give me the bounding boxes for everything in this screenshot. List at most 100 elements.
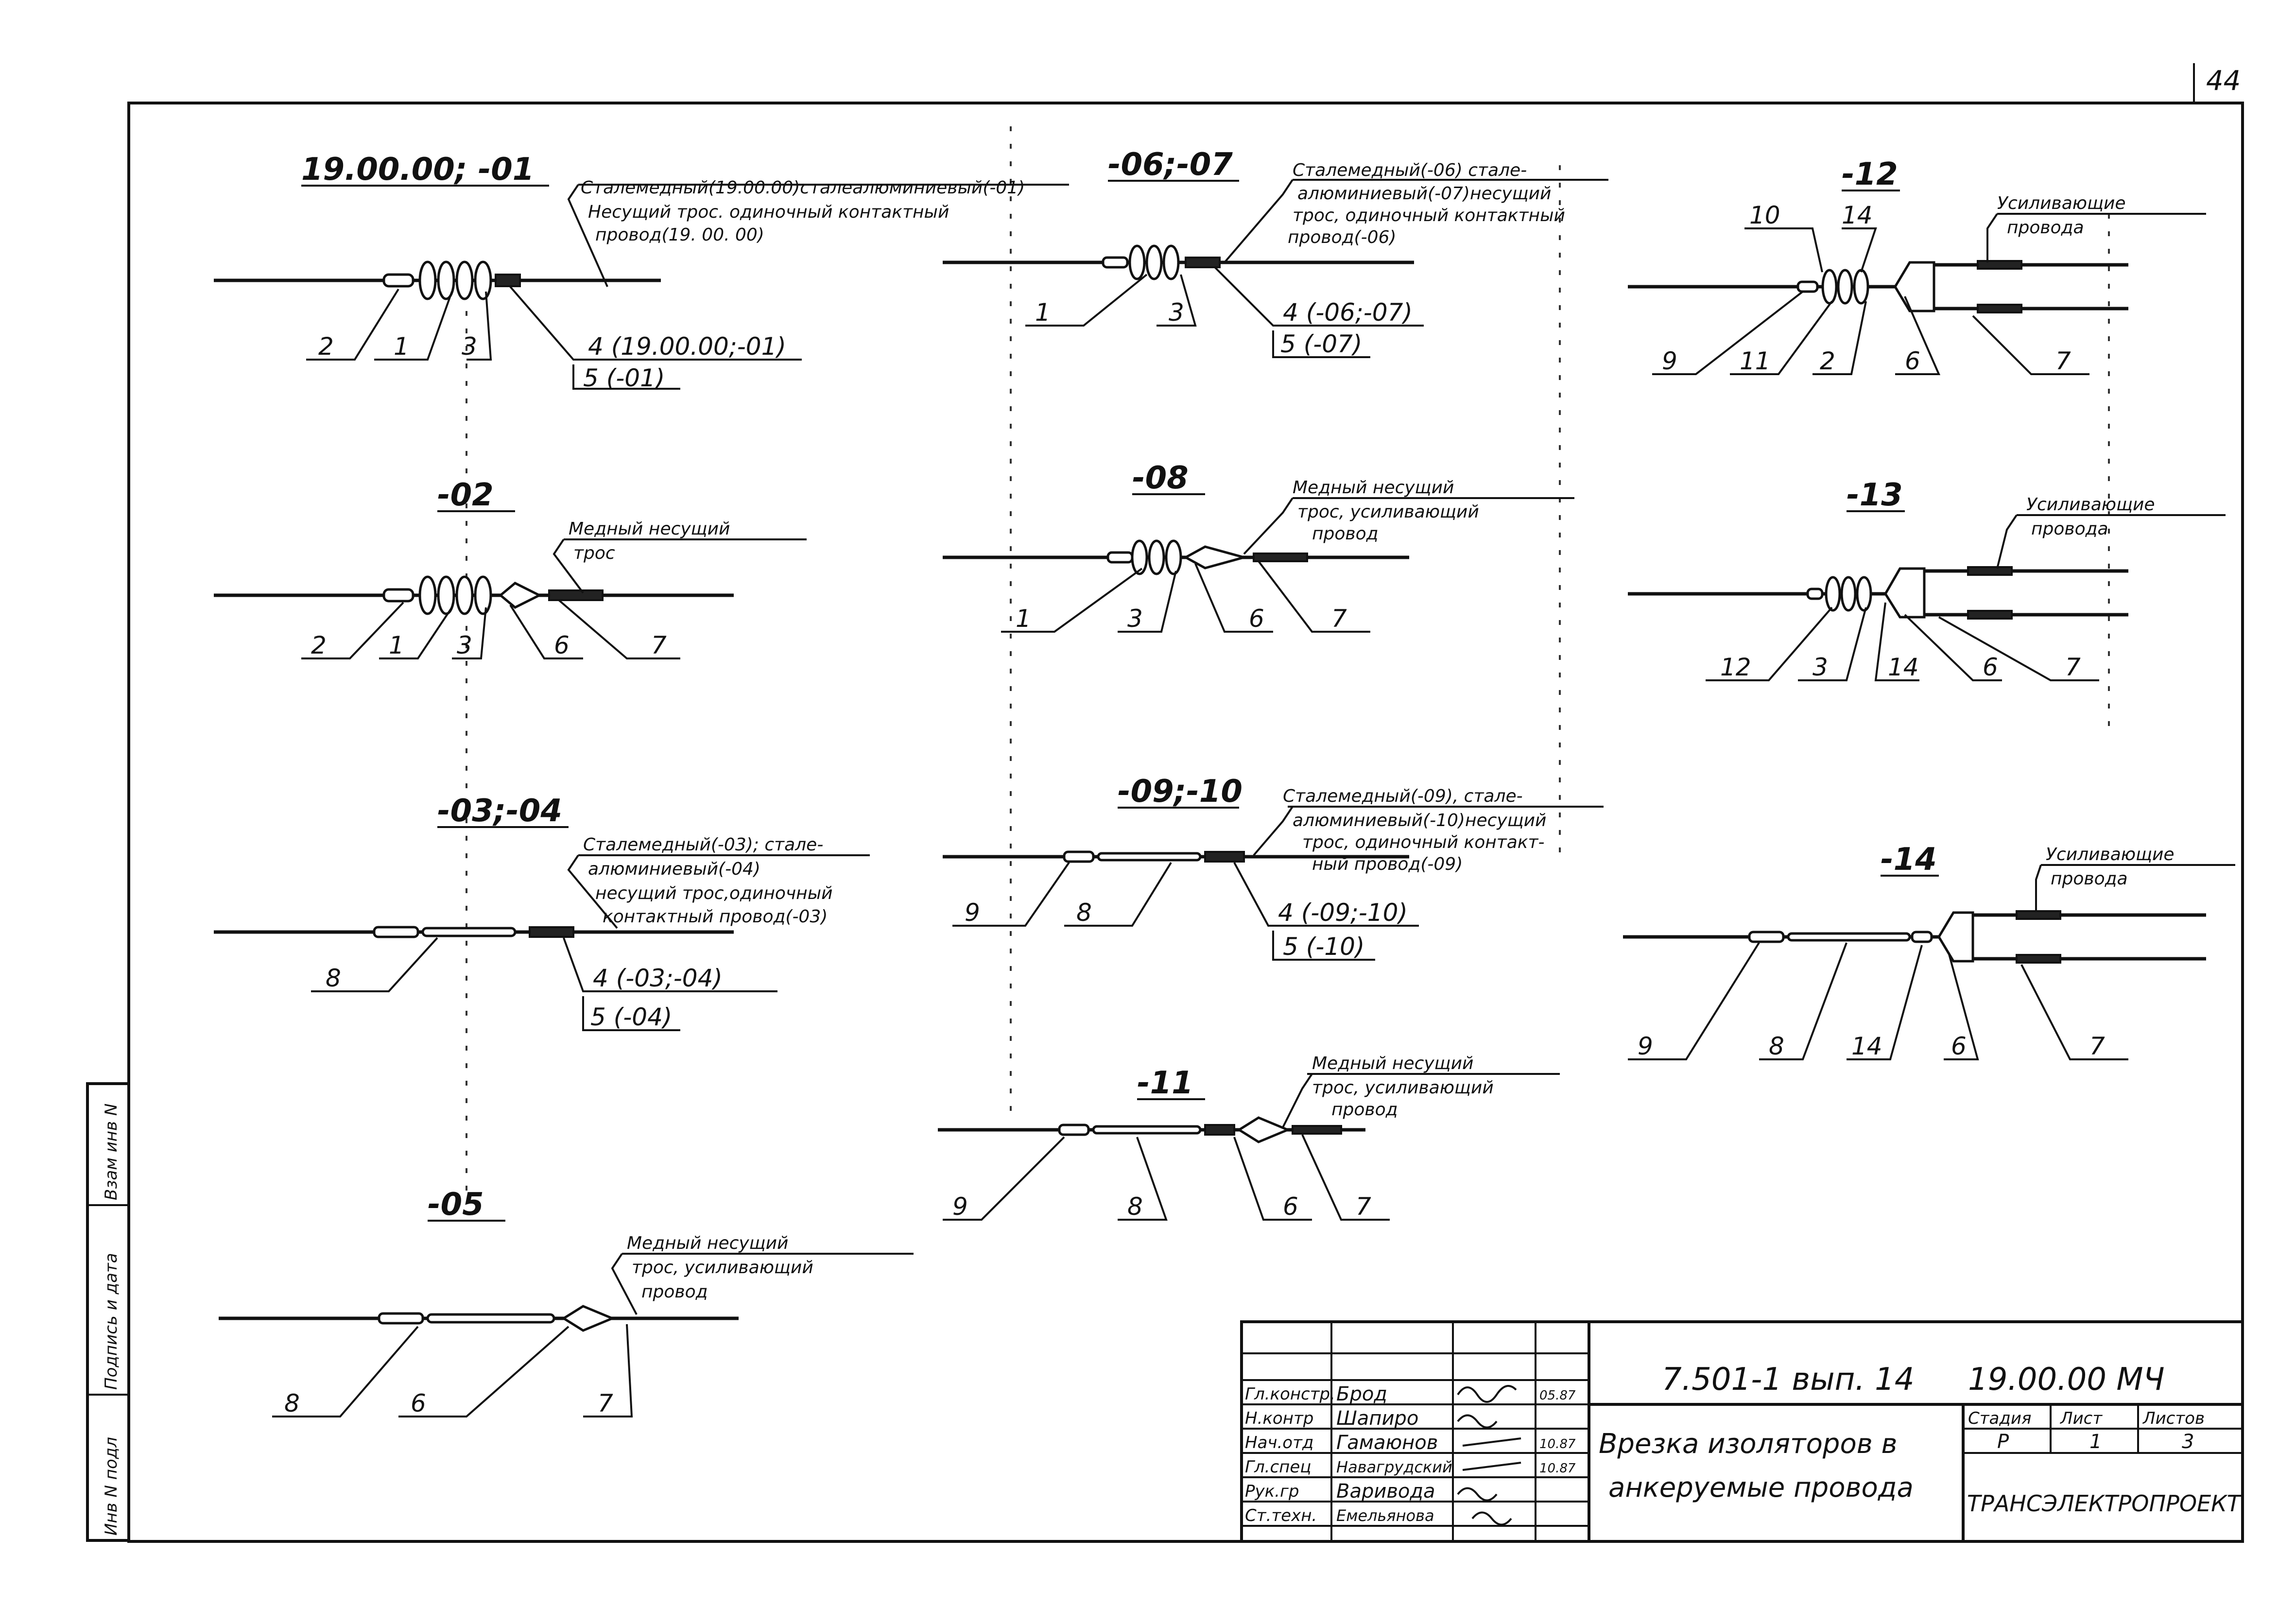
- callout-leader: [1798, 607, 1867, 681]
- insulator-disc: [1837, 269, 1853, 305]
- callout-3: 3: [462, 332, 477, 361]
- variant-14: -14 Усиливающие провода 9 8 14 6 7: [1623, 842, 2235, 1060]
- insulator-disc: [1165, 539, 1182, 575]
- callout-leader: [1001, 568, 1143, 633]
- yoke-6: [561, 1305, 616, 1332]
- sheets-value: 3: [2182, 1431, 2194, 1453]
- callout-8: 8: [1076, 899, 1092, 927]
- clamp-4: [495, 274, 521, 287]
- callout-leader: [509, 286, 802, 361]
- variant-note-line: алюминиевый(-10)несущий: [1293, 811, 1546, 830]
- callout-14: 14: [1842, 201, 1873, 229]
- callout-leader: [1759, 942, 1847, 1060]
- signature-role: Гл.спец: [1245, 1457, 1311, 1477]
- clamp-9: [1063, 850, 1095, 863]
- callout-leader: [1214, 266, 1424, 327]
- variant-title: 19.00.00; -01: [301, 152, 534, 188]
- callout-9: 9: [1638, 1032, 1653, 1060]
- signature-mark: [1457, 1414, 1498, 1429]
- reinforcing-wire-clamp: [1292, 1125, 1342, 1135]
- callout-6: 6: [1951, 1032, 1967, 1060]
- callout-leader: [466, 291, 492, 361]
- variant-note-line: трос, усиливающий: [1297, 502, 1479, 522]
- reinforcing-wire-clamp: [548, 589, 604, 601]
- variant-note-line: алюминиевый(-07)несущий: [1297, 184, 1551, 204]
- variant-title: -11: [1137, 1065, 1193, 1101]
- callout-1: 1: [1016, 605, 1031, 633]
- signature-role: Ст.техн.: [1245, 1506, 1317, 1525]
- variant-note-line: Усиливающие: [1997, 193, 2126, 213]
- callout-bracket: [1272, 330, 1370, 358]
- clamp: [378, 1312, 424, 1325]
- callout-12: 12: [1720, 653, 1751, 681]
- callout-bracket: [582, 996, 680, 1031]
- callout-1: 1: [394, 332, 409, 361]
- insulator-disc: [1825, 576, 1841, 612]
- callout-8: 8: [1127, 1192, 1143, 1221]
- insulator-disc: [418, 260, 437, 300]
- rod-insulator-8: [1787, 932, 1911, 942]
- variant-note-line: алюминиевый(-04): [588, 859, 760, 879]
- callout-leader: [301, 602, 404, 659]
- signature-role: Н.контр: [1245, 1409, 1313, 1428]
- reinforcing-wire-clamp: [2016, 954, 2061, 964]
- signature-mark: [1457, 1487, 1498, 1502]
- callout-10: 10: [1749, 201, 1780, 229]
- variant-note-line: Сталемедный(-03); стале-: [583, 835, 823, 855]
- signature-name: Варивода: [1336, 1480, 1435, 1503]
- callout-2: 2: [318, 332, 334, 361]
- callout-4: 4 (19.00.00;-01): [588, 332, 786, 361]
- callout-leader: [1258, 560, 1370, 633]
- callout-7: 7: [2089, 1032, 2105, 1060]
- variant-05: -05 Медный несущий трос, усиливающий про…: [219, 1187, 914, 1417]
- reinforcing-wire-clamp: [1977, 304, 2022, 313]
- insulator-disc: [455, 260, 474, 300]
- callout-5: 5 (-07): [1280, 330, 1362, 358]
- drawing-code: 19.00.00 МЧ: [1968, 1362, 2164, 1398]
- variant-19-00-00: 19.00.00; -01 Сталемедный(19.00.00)стале…: [214, 152, 1069, 392]
- clamp: [1806, 588, 1824, 600]
- signature-date: 10.87: [1539, 1461, 1576, 1476]
- clamp-14: [1911, 931, 1933, 943]
- callout-leader: [306, 288, 399, 361]
- callout-leader: [1118, 570, 1177, 633]
- variant-note-line: провод(-06): [1288, 227, 1396, 247]
- callout-6: 6: [1249, 605, 1264, 633]
- callout-4: 4 (-06;-07): [1283, 298, 1413, 327]
- organization-name: ТРАНСЭЛЕКТРОПРОЕКТ: [1967, 1490, 2243, 1517]
- rod-insulator-8: [421, 927, 517, 937]
- callout-4: 4 (-03;-04): [593, 964, 723, 992]
- yoke-6: [1894, 261, 1935, 312]
- insulator-disc: [1131, 539, 1148, 575]
- title-block: Гл.констр. Брод 05.87 Н.контр Шапиро Нач…: [1240, 1320, 2244, 1543]
- callout-7: 7: [2055, 347, 2071, 375]
- insulator-disc: [1853, 269, 1869, 305]
- insulator-disc: [437, 260, 455, 300]
- callout-leader: [1813, 301, 1867, 375]
- callout-6: 6: [411, 1389, 426, 1417]
- variant-title: -03;-04: [437, 793, 562, 829]
- variant-note-line: провод: [1312, 524, 1379, 544]
- variant-note-line: трос, усиливающий: [1312, 1078, 1494, 1098]
- variant-09-10: -09;-10 Сталемедный(-09), стале- алюмини…: [943, 774, 1604, 961]
- callout-1: 1: [389, 631, 404, 659]
- callout-11: 11: [1740, 347, 1771, 375]
- signature-name: Навагрудский: [1336, 1458, 1452, 1476]
- variant-note-line: Несущий трос. одиночный контактный: [588, 202, 949, 222]
- note-leader: [611, 1253, 638, 1315]
- clamp-9: [1796, 280, 1819, 293]
- callout-7: 7: [598, 1389, 613, 1417]
- callout-leader: [1904, 614, 2002, 681]
- callout-1: 1: [1035, 298, 1051, 327]
- rod-insulator-8: [426, 1313, 555, 1324]
- side-stamp-frame: [86, 1082, 130, 1542]
- callout-leader: [398, 1326, 570, 1417]
- insulator-disc: [437, 575, 455, 615]
- variant-note-line: провода: [2031, 519, 2108, 539]
- rod-insulator-8: [1092, 1125, 1202, 1135]
- callout-3: 3: [457, 631, 472, 659]
- insulator-disc: [474, 260, 492, 300]
- variant-03-04: -03;-04 Сталемедный(-03); стале- алюмини…: [214, 793, 870, 1031]
- signature-name: Шапиро: [1336, 1407, 1418, 1430]
